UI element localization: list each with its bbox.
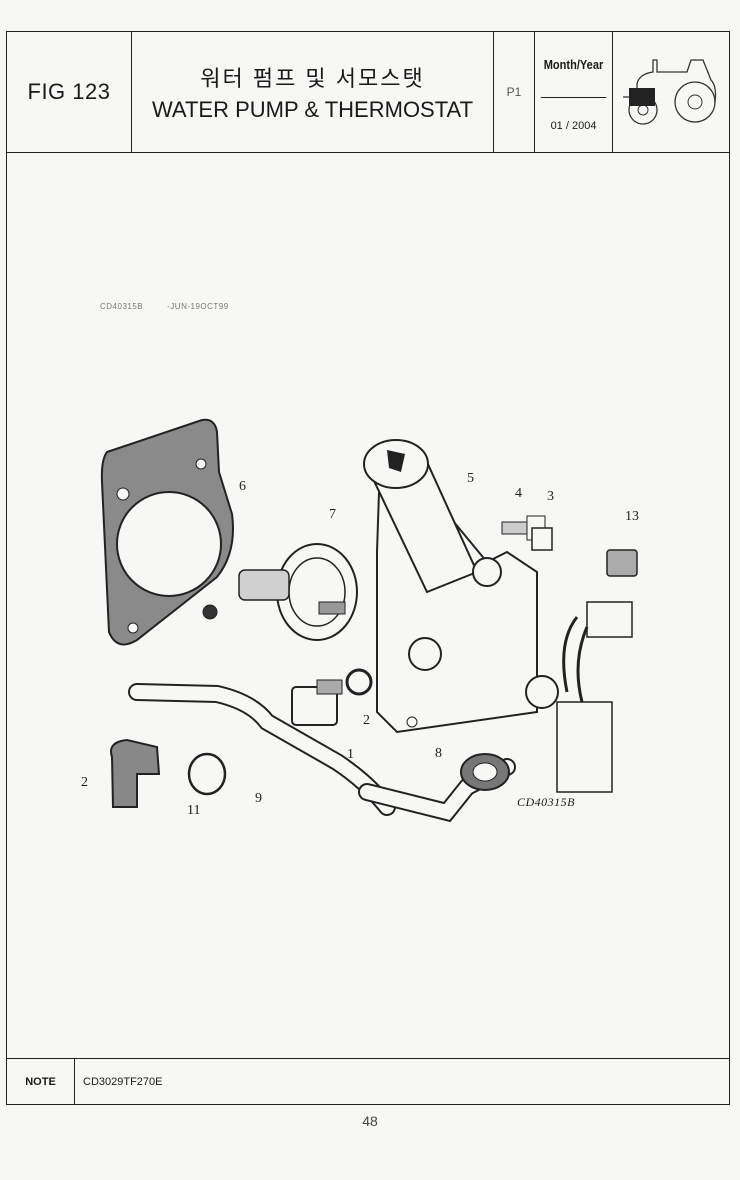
elbow-2 [110, 738, 161, 808]
exploded-parts-diagram: 6 7 5 4 3 13 2 1 8 9 10 11 2 1 [81, 418, 639, 822]
svg-text:8: 8 [435, 746, 442, 761]
page-number: 48 [362, 1113, 378, 1129]
svg-text:2: 2 [363, 713, 370, 728]
callouts: 6 7 5 4 3 13 2 1 8 9 10 11 2 1 [81, 471, 639, 818]
tractor-cell [613, 32, 729, 152]
svg-text:9: 9 [255, 791, 262, 806]
svg-text:6: 6 [239, 479, 246, 494]
drawing-reference: CD40315B [517, 795, 575, 809]
date-header: Month/Year [540, 32, 607, 98]
washer-2 [345, 668, 373, 696]
note-label: NOTE [7, 1059, 75, 1104]
sender-switch [556, 601, 633, 793]
title-english: WATER PUMP & THERMOSTAT [151, 97, 474, 122]
plug-3 [531, 527, 553, 551]
page-title: 워터 펌프 및 서모스탯 WATER PUMP & THERMOSTAT [132, 32, 494, 152]
cap-8 [460, 753, 510, 791]
svg-text:5: 5 [467, 471, 474, 486]
svg-text:13: 13 [625, 509, 639, 524]
date-block: Month/Year 01 / 2004 [535, 32, 613, 152]
thermostat-7 [238, 543, 358, 641]
svg-text:11: 11 [187, 803, 200, 818]
header: FIG 123 워터 펌프 및 서모스탯 WATER PUMP & THERMO… [7, 32, 729, 153]
tractor-icon [623, 59, 717, 125]
title-korean: 워터 펌프 및 서모스탯 [200, 66, 425, 91]
footer: NOTE CD3029TF270E [7, 1058, 729, 1104]
svg-text:2: 2 [81, 775, 88, 790]
plug-13 [606, 549, 638, 577]
svg-text:4: 4 [515, 486, 522, 501]
page-code: P1 [494, 32, 535, 152]
page-frame: FIG 123 워터 펌프 및 서모스탯 WATER PUMP & THERMO… [6, 31, 730, 1105]
drawing-code: CD40315B-JUN-19OCT99 [100, 302, 229, 311]
water-pump-housing-5 [363, 439, 559, 734]
svg-text:3: 3 [547, 489, 554, 504]
svg-text:7: 7 [329, 507, 336, 522]
clamp-11 [187, 752, 227, 796]
drain-plug-1 [291, 679, 343, 726]
svg-text:1: 1 [347, 747, 354, 762]
date-value: 01 / 2004 [550, 119, 597, 132]
note-value: CD3029TF270E [83, 1075, 163, 1088]
fig-number: FIG 123 [7, 32, 132, 152]
gasket-6 [100, 418, 234, 646]
